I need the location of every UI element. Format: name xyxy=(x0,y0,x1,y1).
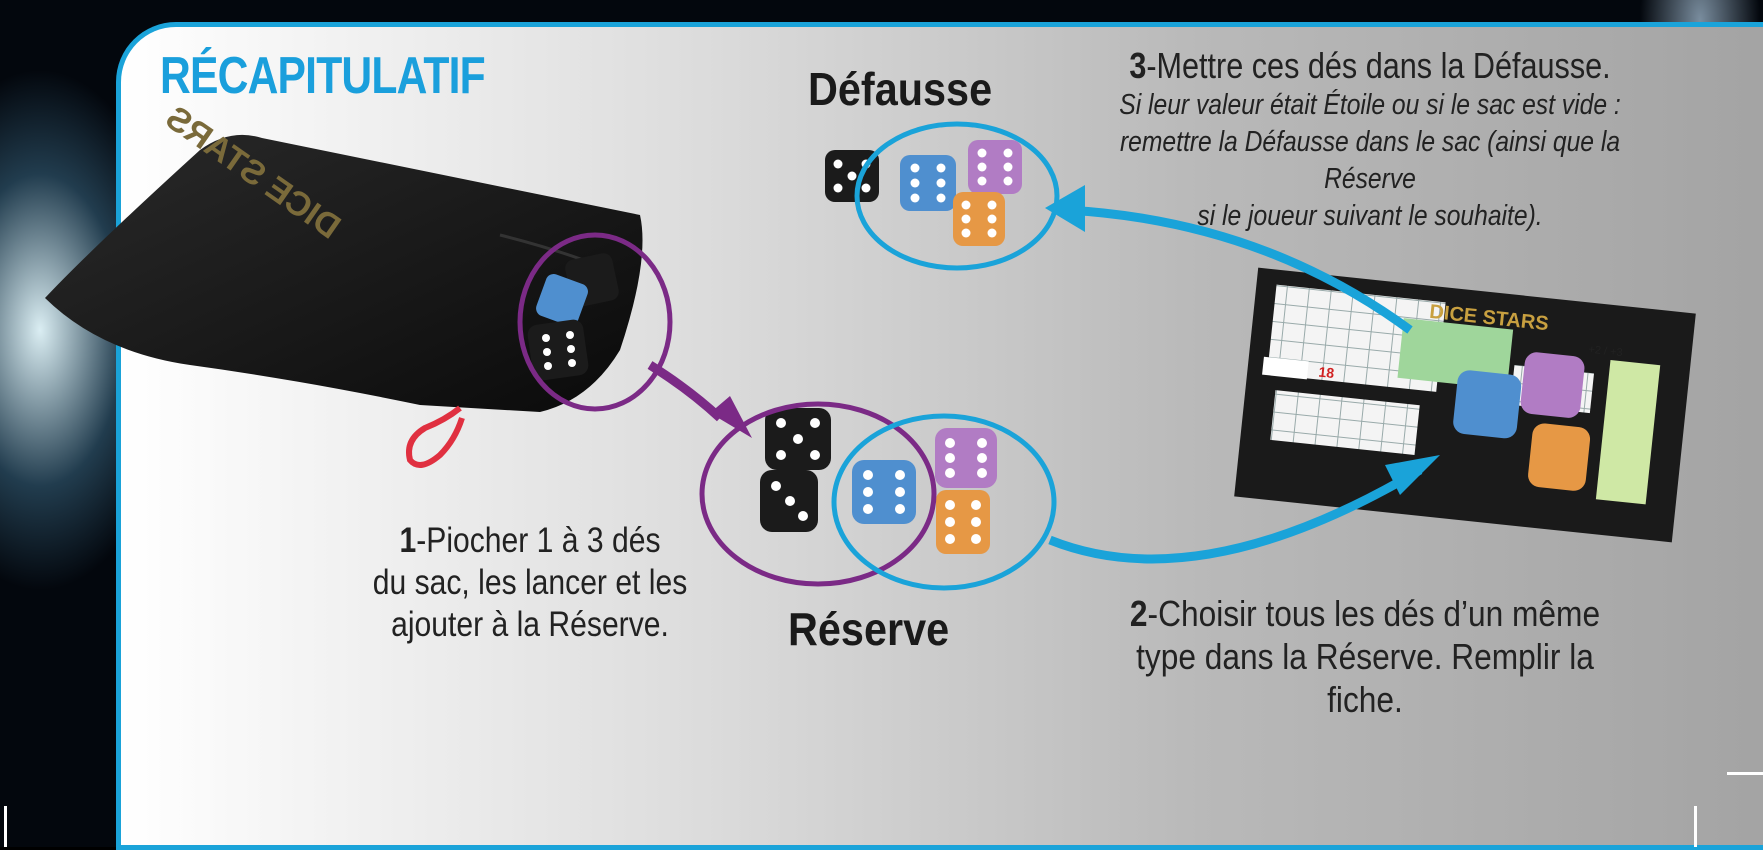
step-3-line1: -Mettre ces dés dans la Défausse. xyxy=(1146,45,1611,86)
score-sheet: DICE STARS +2 / +3 18 xyxy=(1234,267,1696,543)
step-2-text: 2-Choisir tous les dés d’un même type da… xyxy=(1097,592,1634,722)
step-1-text: 1-Piocher 1 à 3 dés du sac, les lancer e… xyxy=(371,520,689,646)
bag-dice xyxy=(527,253,619,381)
choose-arrow-head xyxy=(1385,455,1440,495)
step-2-line2: type dans la Réserve. Remplir la fiche. xyxy=(1136,636,1594,721)
bag-drawstring xyxy=(406,405,465,468)
step-3-number: 3 xyxy=(1129,45,1147,86)
sheet-cell-bonus: +2 / +3 xyxy=(1588,344,1623,360)
step-1-line3: ajouter à la Réserve. xyxy=(391,605,669,644)
reserve-draw-circle xyxy=(699,401,937,587)
page-title: RÉCAPITULATIF xyxy=(160,47,486,105)
bag-circle xyxy=(517,232,673,412)
defausse-dice xyxy=(825,140,1022,246)
reserve-dice xyxy=(760,408,997,554)
reserve-choice-circle xyxy=(831,413,1057,591)
step-3-sub2: remettre la Défausse dans le sac (ainsi … xyxy=(1119,126,1621,195)
discard-arrow xyxy=(1064,205,1413,334)
step-3-sub3: si le joueur suivant le souhaite). xyxy=(1197,199,1543,232)
discard-arrow-head xyxy=(1045,185,1085,232)
step-1-line2: du sac, les lancer et les xyxy=(372,563,688,602)
crop-mark-right xyxy=(1694,806,1697,847)
defausse-label: Défausse xyxy=(808,63,993,115)
choose-arrow xyxy=(1048,466,1423,564)
crop-mark-right-h xyxy=(1727,772,1763,775)
defausse-circle xyxy=(854,121,1060,271)
sheet-cell-score: 18 xyxy=(1318,364,1335,382)
step-3-sub1: Si leur valeur était Étoile ou si le sac… xyxy=(1119,89,1621,122)
crop-mark-left xyxy=(4,806,7,847)
reserve-label: Réserve xyxy=(788,603,950,655)
step-1-line1: -Piocher 1 à 3 dés xyxy=(416,521,661,560)
draw-arrow xyxy=(647,361,724,422)
step-3-text: 3-Mettre ces dés dans la Défausse. Si le… xyxy=(1107,44,1634,235)
step-2-line1: -Choisir tous les dés d’un même xyxy=(1147,593,1601,634)
step-1-number: 1 xyxy=(399,521,417,560)
step-2-number: 2 xyxy=(1129,593,1148,634)
